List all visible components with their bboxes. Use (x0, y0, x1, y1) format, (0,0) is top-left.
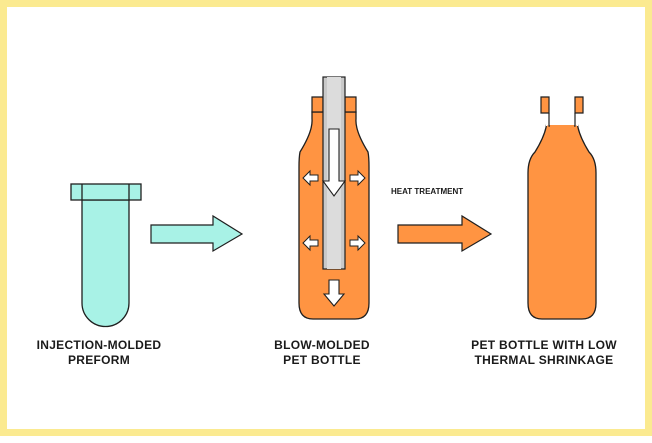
final-neck-right (574, 96, 584, 114)
process-arrow-1 (150, 214, 244, 253)
air-arrow-left-lower (302, 234, 319, 252)
stage-label-final-line2: THERMAL SHRINKAGE (474, 353, 614, 367)
bottle-neck-left (311, 96, 324, 113)
process-arrow-2 (397, 214, 493, 253)
blow-molded-bottle (298, 76, 370, 320)
stage-label-preform-line2: PREFORM (67, 353, 131, 367)
heat-treated-bottle (527, 96, 597, 320)
stage-label-blow-molded: BLOW-MOLDED PET BOTTLE (247, 338, 397, 368)
stage-label-preform-line1: INJECTION-MOLDED (36, 338, 162, 352)
stage-label-final: PET BOTTLE WITH LOW THERMAL SHRINKAGE (459, 338, 629, 368)
bottom-down-arrow (322, 279, 346, 307)
stage-label-final-line1: PET BOTTLE WITH LOW (471, 338, 617, 352)
heat-treatment-label: HEAT TREATMENT (391, 187, 464, 196)
preform (70, 183, 142, 328)
stage-label-preform: INJECTION-MOLDED PREFORM (17, 338, 181, 368)
stage-label-blow-molded-line1: BLOW-MOLDED (274, 338, 370, 352)
rod-down-arrow (321, 128, 347, 197)
preform-body (81, 199, 130, 328)
bottle-neck-right (344, 96, 357, 113)
air-arrow-right-lower (349, 234, 366, 252)
air-arrow-right-upper (349, 169, 366, 187)
final-bottle-body (527, 111, 597, 320)
process-diagram (70, 76, 597, 328)
stage-label-blow-molded-line2: PET BOTTLE (283, 353, 361, 367)
air-arrow-left-upper (302, 169, 319, 187)
final-neck-left (540, 96, 550, 114)
